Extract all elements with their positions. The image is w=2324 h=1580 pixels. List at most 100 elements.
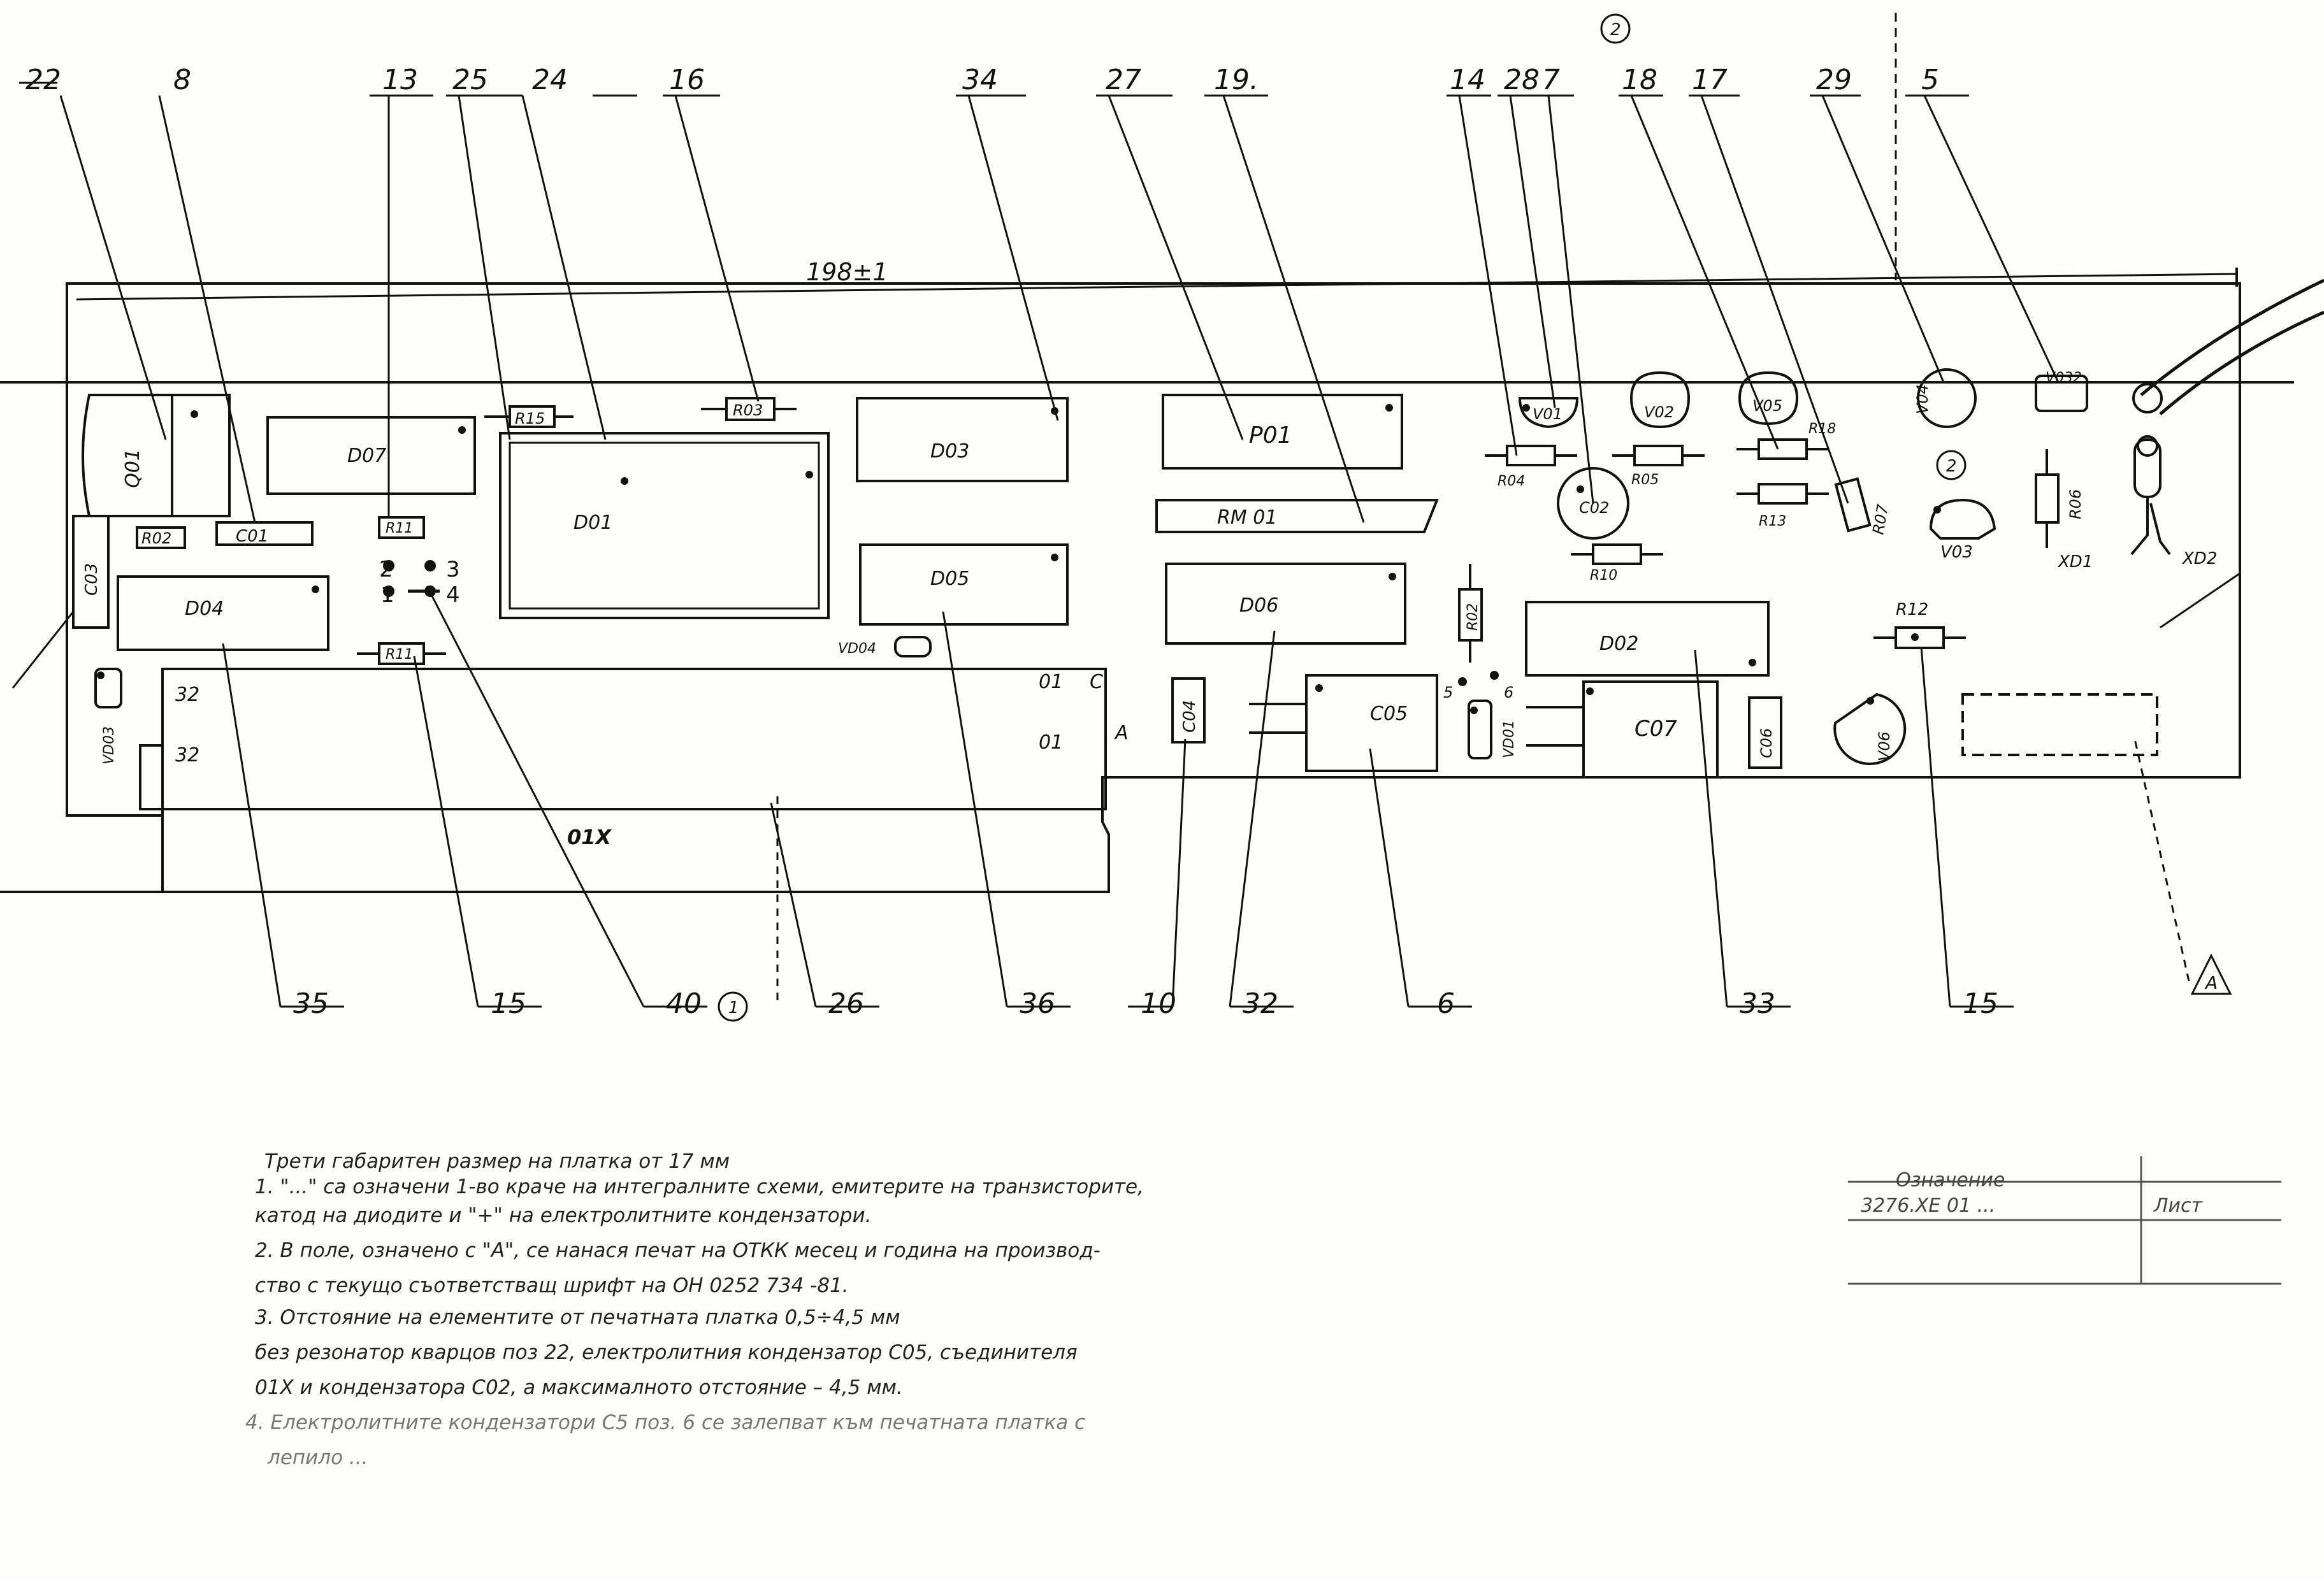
label-v032: V032 bbox=[2046, 370, 2082, 386]
pin-3: 3 bbox=[446, 557, 460, 582]
ic-d05 bbox=[859, 543, 1069, 626]
transistor-v05 bbox=[1738, 371, 1799, 426]
label-d07: D07 bbox=[347, 445, 386, 467]
label-c05: C05 bbox=[1370, 703, 1408, 725]
circled-mark-bottom bbox=[718, 991, 748, 1022]
note-8: 4. Електролитните кондензатори С5 поз. 6… bbox=[245, 1411, 1086, 1434]
label-c02: C02 bbox=[1579, 499, 1609, 517]
pin-5: 5 bbox=[1443, 684, 1453, 701]
note-3: 2. В поле, означено с "А", се нанася печ… bbox=[255, 1239, 1101, 1262]
ic-d06 bbox=[1165, 563, 1406, 645]
callout-16: 16 bbox=[669, 64, 705, 96]
callout-40: 40 bbox=[666, 988, 702, 1020]
resistor-network-rm01 bbox=[1155, 499, 1439, 533]
label-r06: R06 bbox=[2067, 489, 2084, 519]
callout-26: 26 bbox=[828, 988, 864, 1020]
connector-xd bbox=[2132, 383, 2163, 413]
label-c03: C03 bbox=[82, 563, 101, 596]
note-9: лепило ... bbox=[268, 1446, 368, 1469]
callout-33: 33 bbox=[1740, 988, 1775, 1020]
callout-17: 17 bbox=[1692, 64, 1728, 96]
title-block: Означение 3276.ХЕ 01 ... Лист bbox=[1835, 1156, 2281, 1303]
label-r15: R15 bbox=[515, 410, 545, 427]
title-block-sheet: Лист bbox=[2154, 1195, 2203, 1217]
label-r07: R07 bbox=[1869, 503, 1892, 536]
circled-mark-bottom-label: 1 bbox=[728, 998, 739, 1017]
callout-13: 13 bbox=[382, 64, 418, 96]
label-c04: C04 bbox=[1180, 700, 1199, 733]
pin-4: 4 bbox=[446, 582, 460, 608]
dimension-label: 198±1 bbox=[806, 258, 888, 286]
stamp-area-a bbox=[1961, 693, 2158, 756]
circled-mark-mid-label: 2 bbox=[1946, 457, 1957, 476]
capacitor-c06 bbox=[1748, 696, 1782, 769]
label-xd2: XD2 bbox=[2181, 549, 2217, 568]
connector-row-a: A bbox=[1114, 722, 1129, 744]
connector-name: 01X bbox=[567, 825, 612, 849]
label-d05: D05 bbox=[930, 568, 969, 590]
label-vd03: VD03 bbox=[101, 726, 117, 765]
label-r05: R05 bbox=[1631, 472, 1659, 488]
label-r04: R04 bbox=[1498, 473, 1525, 489]
label-v01: V01 bbox=[1533, 405, 1563, 423]
capacitor-c03 bbox=[72, 515, 110, 629]
label-p01: P01 bbox=[1249, 422, 1292, 449]
note-4: ство с текущо съответстващ шрифт на ОН 0… bbox=[255, 1274, 849, 1297]
label-r02: R02 bbox=[141, 529, 171, 547]
circled-mark-top bbox=[1600, 13, 1631, 44]
connector-row-c: C bbox=[1090, 671, 1103, 693]
diode-v032 bbox=[2035, 375, 2088, 412]
transistor-v01 bbox=[1518, 397, 1579, 429]
callout-27: 27 bbox=[1106, 64, 1141, 96]
note-6: без резонатор кварцов поз 22, електролит… bbox=[255, 1341, 1078, 1364]
callout-34: 34 bbox=[962, 64, 998, 96]
label-v04: V04 bbox=[1914, 384, 1931, 414]
callout-36: 36 bbox=[1020, 988, 1055, 1020]
title-block-code: 3276.ХЕ 01 ... bbox=[1861, 1195, 1996, 1217]
label-rm01: RM 01 bbox=[1217, 506, 1277, 529]
connector-pin-32-bottom: 32 bbox=[175, 744, 199, 766]
callout-35: 35 bbox=[293, 988, 329, 1020]
callout-28: 28 bbox=[1504, 64, 1540, 96]
resistor-r11-top bbox=[378, 516, 425, 539]
label-vd04: VD04 bbox=[838, 641, 876, 657]
pin-6: 6 bbox=[1504, 684, 1513, 701]
note-2: катод на диодите и "+" на електролитните… bbox=[255, 1204, 872, 1227]
label-v03: V03 bbox=[1940, 543, 1973, 562]
capacitor-c02 bbox=[1557, 467, 1629, 540]
transistor-v03 bbox=[1929, 498, 1996, 540]
ic-d04 bbox=[117, 575, 329, 651]
edge-connector bbox=[161, 668, 1107, 810]
label-d06: D06 bbox=[1239, 594, 1278, 617]
connector-pin-01-top: 01 bbox=[1039, 671, 1063, 693]
pin-2: 2 bbox=[379, 557, 393, 582]
resistor-r13 bbox=[1757, 483, 1808, 505]
capacitor-c05 bbox=[1305, 674, 1438, 772]
pin-1: 1 bbox=[380, 582, 394, 608]
label-c01: C01 bbox=[236, 527, 268, 546]
label-q01: Q01 bbox=[122, 449, 144, 488]
resistor-r12 bbox=[1895, 626, 1945, 649]
callout-5: 5 bbox=[1921, 64, 1939, 96]
resistor-r07 bbox=[1834, 477, 1872, 533]
transistor-v02 bbox=[1629, 371, 1691, 429]
callout-14: 14 bbox=[1450, 64, 1485, 96]
callout-19: 19. bbox=[1214, 64, 1259, 96]
note-1: 1. "..." са означени 1-во краче на интег… bbox=[255, 1175, 1144, 1198]
callout-18: 18 bbox=[1622, 64, 1657, 96]
callout-25: 25 bbox=[452, 64, 488, 96]
capacitor-c01 bbox=[215, 521, 314, 546]
callout-15a: 15 bbox=[491, 988, 526, 1020]
callout-24: 24 bbox=[532, 64, 568, 96]
label-v02: V02 bbox=[1644, 403, 1674, 421]
label-vd01: VD01 bbox=[1501, 720, 1517, 758]
callout-6: 6 bbox=[1437, 988, 1455, 1020]
resistor-r02 bbox=[136, 526, 186, 549]
callout-22: 22 bbox=[25, 64, 61, 96]
label-r13: R13 bbox=[1759, 514, 1786, 529]
label-v05: V05 bbox=[1752, 397, 1782, 415]
label-c06: C06 bbox=[1757, 728, 1775, 758]
label-d03: D03 bbox=[930, 440, 969, 463]
label-c07: C07 bbox=[1635, 716, 1677, 742]
transistor-v04 bbox=[1917, 368, 1977, 428]
